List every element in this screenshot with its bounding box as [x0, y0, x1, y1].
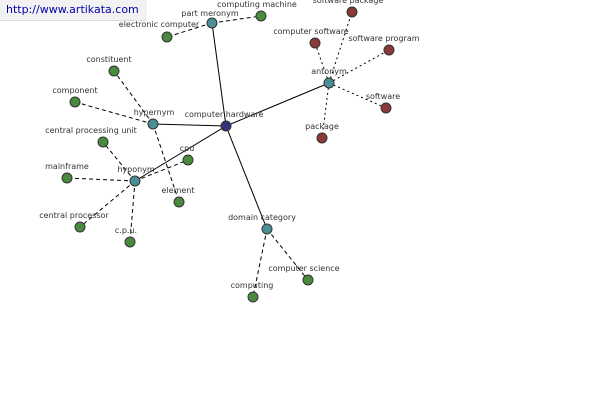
node-software-package[interactable] — [346, 6, 358, 18]
edge-computer-hardware-to-domain-category — [225, 125, 268, 230]
label-software[interactable]: software — [366, 92, 400, 101]
label-domain-category[interactable]: domain category — [228, 213, 296, 222]
label-part-meronym[interactable]: part meronym — [181, 9, 238, 18]
node-part-meronym[interactable] — [206, 17, 218, 29]
node-computer-hardware[interactable] — [220, 120, 232, 132]
label-software-program[interactable]: software program — [348, 34, 419, 43]
node-constituent[interactable] — [108, 65, 120, 77]
edge-computer-hardware-to-antonym — [225, 82, 330, 127]
node-mainframe[interactable] — [61, 172, 73, 184]
edge-hyponym-to-central-processor — [79, 180, 136, 228]
label-cpu[interactable]: cpu — [180, 144, 195, 153]
node-software-program[interactable] — [383, 44, 395, 56]
edge-part-meronym-to-electronic-computer — [166, 22, 213, 38]
edge-hyponym-to-cpu-dotted — [129, 180, 136, 243]
edge-computer-hardware-to-hypernym — [152, 123, 227, 127]
label-component[interactable]: component — [52, 86, 97, 95]
graph-labels: computer hardware part meronym antonym hype… — [39, 0, 419, 290]
edge-antonym-to-software — [328, 82, 387, 109]
label-hyponym[interactable]: hyponym — [117, 165, 155, 174]
node-hypernym[interactable] — [147, 118, 159, 130]
edge-part-meronym-to-computing-machine — [211, 15, 262, 24]
edge-hyponym-to-mainframe — [66, 177, 136, 182]
label-central-processor[interactable]: central processor — [39, 211, 109, 220]
label-computing-machine[interactable]: computing machine — [217, 0, 297, 9]
edge-antonym-to-software-program — [328, 49, 390, 84]
node-cpu-dotted[interactable] — [124, 236, 136, 248]
node-antonym[interactable] — [323, 77, 335, 89]
label-computing[interactable]: computing — [231, 281, 274, 290]
label-element[interactable]: element — [162, 186, 195, 195]
edge-antonym-to-package — [321, 82, 330, 139]
node-central-processor[interactable] — [74, 221, 86, 233]
label-constituent[interactable]: constituent — [86, 55, 131, 64]
node-package[interactable] — [316, 132, 328, 144]
label-cpu-dotted[interactable]: c.p.u. — [115, 226, 137, 235]
label-software-package[interactable]: software package — [313, 0, 384, 5]
label-antonym[interactable]: antonym — [311, 67, 347, 76]
label-central-processing-unit[interactable]: central processing unit — [45, 126, 137, 135]
edge-domain-category-to-computing — [252, 228, 268, 298]
edge-hyponym-to-cpu — [134, 159, 189, 182]
edge-computer-hardware-to-hyponym — [134, 125, 227, 182]
node-computing[interactable] — [247, 291, 259, 303]
watermark-url: http://www.artikata.com — [0, 0, 147, 21]
edge-antonym-to-computer-software — [314, 42, 330, 84]
label-computer-hardware[interactable]: computer hardware — [185, 110, 264, 119]
node-domain-category[interactable] — [261, 223, 273, 235]
node-electronic-computer[interactable] — [161, 31, 173, 43]
node-cpu[interactable] — [182, 154, 194, 166]
graph-nodes — [61, 6, 395, 303]
label-hypernym[interactable]: hypernym — [134, 108, 175, 117]
graph-edges — [66, 11, 390, 298]
node-computer-science[interactable] — [302, 274, 314, 286]
label-computer-science[interactable]: computer science — [268, 264, 339, 273]
edge-hypernym-to-constituent — [113, 70, 154, 125]
node-software[interactable] — [380, 102, 392, 114]
node-element[interactable] — [173, 196, 185, 208]
node-component[interactable] — [69, 96, 81, 108]
edge-hyponym-to-central-processing-unit — [102, 141, 136, 182]
edge-domain-category-to-computer-science — [266, 228, 309, 281]
node-central-processing-unit[interactable] — [97, 136, 109, 148]
node-computer-software[interactable] — [309, 37, 321, 49]
label-computer-software[interactable]: computer software — [273, 27, 349, 36]
node-hyponym[interactable] — [129, 175, 141, 187]
label-mainframe[interactable]: mainframe — [45, 162, 89, 171]
node-computing-machine[interactable] — [255, 10, 267, 22]
label-electronic-computer[interactable]: electronic computer — [119, 20, 200, 29]
edge-computer-hardware-to-part-meronym — [211, 22, 227, 127]
label-package[interactable]: package — [305, 122, 339, 131]
